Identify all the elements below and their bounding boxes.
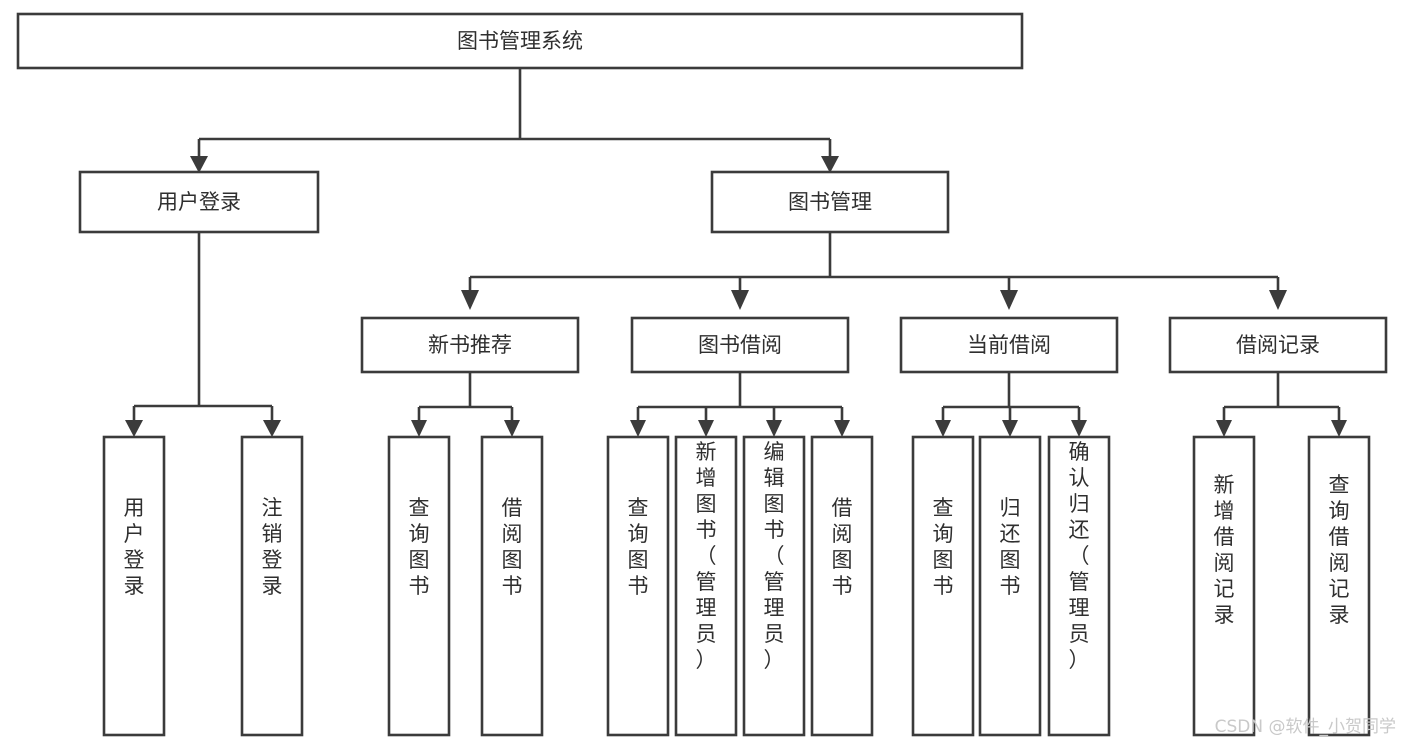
node-label-borrow-record: 借阅记录	[1236, 333, 1320, 357]
leaf-node[interactable]: 查询图书	[387, 435, 451, 737]
node-label-leaf-record-add: 新增借阅记录	[1214, 473, 1235, 627]
arrow-head-currentborrow-leaf-1	[935, 420, 951, 437]
node-box-new-book-recommend[interactable]	[360, 316, 580, 374]
leaf-node[interactable]: 编辑图书（管理员）	[742, 435, 806, 737]
node-box-book-borrow[interactable]	[630, 316, 850, 374]
node-label-leaf-current-confirm: 确认归还（管理员）	[1069, 440, 1090, 672]
node-book-borrow[interactable]: 图书借阅	[630, 316, 850, 374]
node-box-leaf-logout[interactable]	[240, 435, 304, 737]
node-label-new-book-recommend: 新书推荐	[428, 333, 512, 357]
arrow-head-book-mgmt	[821, 156, 839, 173]
node-label-leaf-bookborrow-query: 查询图书	[628, 496, 649, 598]
leaf-node[interactable]: 新增图书（管理员）	[674, 435, 738, 737]
arrow-head-bookborrow-leaf-3	[766, 420, 782, 437]
arrow-head-user-login	[190, 156, 208, 173]
node-box-borrow-record[interactable]	[1168, 316, 1388, 374]
node-box-user-login[interactable]	[78, 170, 320, 234]
node-label-book-borrow: 图书借阅	[698, 333, 782, 357]
connector-group	[125, 68, 1347, 437]
node-current-borrow[interactable]: 当前借阅	[899, 316, 1119, 374]
leaf-node[interactable]: 新增借阅记录	[1192, 435, 1256, 737]
node-label-current-borrow: 当前借阅	[967, 333, 1051, 357]
node-book-management[interactable]: 图书管理	[710, 170, 950, 234]
node-user-login[interactable]: 用户登录	[78, 170, 320, 234]
leaf-node[interactable]: 确认归还（管理员）	[1047, 435, 1111, 737]
node-box-leaf-user-login[interactable]	[102, 435, 166, 737]
node-box-leaf-current-return[interactable]	[978, 435, 1042, 737]
node-label-leaf-bookborrow-add: 新增图书（管理员）	[696, 440, 717, 672]
node-box-root[interactable]	[16, 12, 1024, 70]
node-label-root: 图书管理系统	[457, 29, 583, 53]
node-label-leaf-current-return: 归还图书	[1000, 496, 1021, 598]
arrow-head-newbook-leaf-1	[411, 420, 427, 437]
leaf-node[interactable]: 注销登录	[240, 435, 304, 737]
node-label-leaf-newbook-query: 查询图书	[409, 496, 430, 598]
arrow-head-borrowrecord-leaf-1	[1216, 420, 1232, 437]
node-label-user-login: 用户登录	[157, 190, 241, 214]
leaf-node[interactable]: 查询图书	[606, 435, 670, 737]
arrow-head-borrowrecord-leaf-2	[1331, 420, 1347, 437]
node-box-leaf-bookborrow-borrow[interactable]	[810, 435, 874, 737]
node-box-leaf-current-query[interactable]	[911, 435, 975, 737]
arrow-head-current-borrow	[1000, 290, 1018, 310]
node-label-leaf-bookborrow-borrow: 借阅图书	[832, 496, 853, 598]
arrow-head-book-borrow	[731, 290, 749, 310]
leaf-node[interactable]: 借阅图书	[810, 435, 874, 737]
node-box-leaf-newbook-query[interactable]	[387, 435, 451, 737]
leaf-node[interactable]: 借阅图书	[480, 435, 544, 737]
arrow-head-leaf-logout	[263, 420, 281, 437]
node-label-leaf-logout: 注销登录	[262, 496, 283, 598]
node-label-leaf-current-query: 查询图书	[933, 496, 954, 598]
arrow-head-bookborrow-leaf-4	[834, 420, 850, 437]
arrow-head-leaf-user-login	[125, 420, 143, 437]
arrow-head-bookborrow-leaf-1	[630, 420, 646, 437]
arrow-head-currentborrow-leaf-2	[1002, 420, 1018, 437]
node-box-leaf-newbook-borrow[interactable]	[480, 435, 544, 737]
arrow-head-currentborrow-leaf-3	[1071, 420, 1087, 437]
node-box-leaf-bookborrow-add[interactable]	[674, 435, 738, 737]
node-borrow-record[interactable]: 借阅记录	[1168, 316, 1388, 374]
node-box-leaf-record-add[interactable]	[1192, 435, 1256, 737]
leaf-node[interactable]: 查询图书	[911, 435, 975, 737]
node-root-book-management-system[interactable]: 图书管理系统	[16, 12, 1024, 70]
arrow-head-new-book	[461, 290, 479, 310]
leaf-node[interactable]: 归还图书	[978, 435, 1042, 737]
node-box-current-borrow[interactable]	[899, 316, 1119, 374]
leaf-node[interactable]: 查询借阅记录	[1307, 435, 1371, 737]
node-box-book-management[interactable]	[710, 170, 950, 234]
node-box-leaf-record-query[interactable]	[1307, 435, 1371, 737]
arrow-head-borrow-record	[1269, 290, 1287, 310]
node-label-leaf-record-query: 查询借阅记录	[1329, 473, 1350, 627]
node-label-book-management: 图书管理	[788, 190, 872, 214]
node-new-book-recommend[interactable]: 新书推荐	[360, 316, 580, 374]
leaf-node[interactable]: 用户登录	[102, 435, 166, 737]
arrow-head-newbook-leaf-2	[504, 420, 520, 437]
node-box-leaf-current-confirm[interactable]	[1047, 435, 1111, 737]
node-box-leaf-bookborrow-edit[interactable]	[742, 435, 806, 737]
node-label-leaf-user-login: 用户登录	[124, 496, 145, 598]
watermark-label: CSDN @软件_小贺同学	[1215, 717, 1396, 737]
node-box-leaf-bookborrow-query[interactable]	[606, 435, 670, 737]
arrow-head-bookborrow-leaf-2	[698, 420, 714, 437]
node-label-leaf-newbook-borrow: 借阅图书	[502, 496, 523, 598]
node-label-leaf-bookborrow-edit: 编辑图书（管理员）	[764, 440, 785, 672]
